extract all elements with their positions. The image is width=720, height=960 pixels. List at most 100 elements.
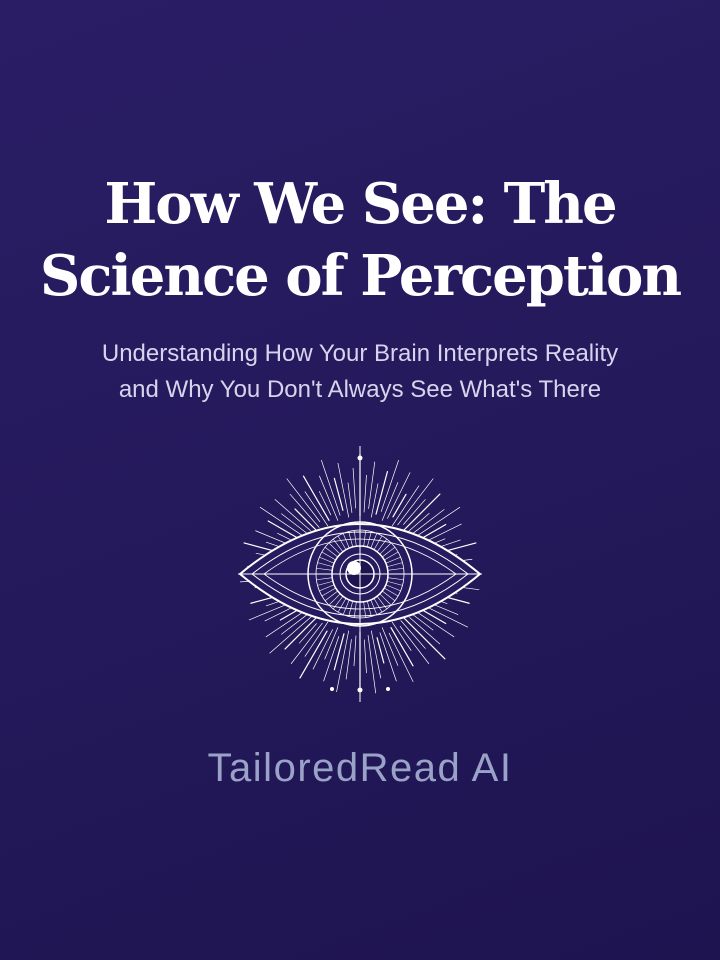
sunburst-ray	[269, 614, 314, 654]
sunburst-ray	[403, 499, 426, 525]
sunburst-ray	[390, 627, 414, 667]
subtitle-line-2: and Why You Don't Always See What's Ther…	[118, 376, 602, 403]
iris-line	[348, 600, 354, 617]
iris-line	[379, 593, 392, 606]
sunburst-ray	[347, 482, 353, 513]
sunburst-ray	[323, 636, 340, 682]
iris-line	[324, 590, 338, 602]
radiant-eye-icon	[238, 446, 482, 702]
sunburst-ray	[281, 613, 308, 635]
iris-line	[387, 567, 404, 571]
title-line-1: How We See: The	[104, 171, 617, 237]
iris-line	[384, 551, 399, 561]
iris-line	[319, 584, 335, 592]
iris-line	[373, 535, 383, 550]
sunburst-ray	[333, 633, 345, 671]
sunburst-ray	[336, 630, 350, 693]
iris-line	[319, 556, 335, 564]
sunburst-ray	[298, 623, 317, 644]
sunburst-ray	[321, 460, 341, 516]
iris-line	[332, 538, 344, 552]
title-line-2: Science of Perception	[39, 243, 682, 309]
sunburst-ray	[367, 635, 377, 694]
sunburst-ray	[281, 513, 312, 537]
iris-line	[317, 562, 334, 568]
cover-title: How We See: The Science of Perception	[0, 168, 720, 312]
sunburst-ray	[333, 477, 344, 511]
iris-line	[379, 542, 392, 555]
iris-line	[373, 598, 383, 613]
iris-line	[363, 601, 367, 618]
iris-line	[384, 587, 399, 597]
iris-line	[332, 596, 344, 610]
sunburst-ray	[368, 461, 376, 509]
sunburst-ray	[289, 493, 320, 528]
sunburst-ray	[388, 632, 414, 682]
iris-line	[348, 531, 354, 548]
sunburst-ray	[274, 499, 311, 531]
sunburst-ray	[312, 629, 333, 670]
sunburst-ray	[324, 627, 339, 660]
sunburst-ray	[387, 472, 411, 519]
sunburst-ray	[286, 478, 321, 522]
iris-line	[376, 596, 388, 610]
iris-line	[363, 530, 367, 547]
sunburst-ray	[379, 632, 397, 682]
sunburst-ray	[397, 478, 434, 526]
sunburst-ray	[400, 493, 441, 534]
iris-line	[337, 535, 347, 550]
sunburst-ray	[381, 482, 399, 521]
sunburst-ray	[370, 630, 382, 679]
publisher-brand: TailoredRead AI	[207, 746, 513, 790]
sunburst-ray	[294, 508, 320, 534]
iris-line	[366, 531, 372, 548]
sunburst-ray	[290, 622, 323, 665]
sunburst-ray	[412, 509, 445, 535]
sunburst-ray	[304, 621, 329, 657]
iris-line	[370, 533, 378, 549]
iris-line	[328, 542, 341, 555]
sunburst-ray	[406, 512, 430, 534]
iris-line	[337, 598, 347, 613]
sunburst-ray	[375, 471, 389, 515]
sunburst-ray	[381, 627, 399, 666]
iris-line	[366, 600, 372, 617]
sunburst-ray	[318, 491, 332, 516]
iris-line	[376, 538, 388, 552]
iris-line	[382, 546, 396, 558]
sunburst-ray	[391, 621, 412, 651]
sunburst-ray	[399, 626, 430, 665]
iris-line	[370, 599, 378, 615]
iris-line	[316, 577, 333, 581]
subtitle-line-1: Understanding How Your Brain Interprets …	[101, 340, 619, 367]
sunburst-ray	[352, 467, 357, 509]
sunburst-ray	[319, 475, 339, 521]
sunburst-ray	[363, 639, 367, 674]
iris-line	[321, 587, 336, 597]
iris-line	[382, 590, 396, 602]
sunburst-ray	[345, 639, 352, 680]
sunburst-ray	[370, 483, 379, 518]
sunburst-ray	[376, 637, 385, 664]
iris-line	[324, 546, 338, 558]
sunburst-ray	[299, 630, 328, 679]
iris-line	[317, 580, 334, 586]
iris-line	[342, 599, 350, 615]
sunburst-ray	[409, 617, 441, 645]
sunburst-ray	[284, 614, 320, 650]
iris-line	[353, 530, 357, 547]
sunburst-ray	[380, 460, 399, 512]
iris-line	[385, 556, 401, 564]
sunburst-ray	[400, 620, 426, 649]
iris-line	[342, 533, 350, 549]
iris-line	[328, 593, 341, 606]
sunburst-ray	[353, 635, 357, 667]
iris-line	[386, 562, 403, 568]
sunburst-ray	[304, 491, 329, 527]
sunburst-ray	[363, 474, 367, 513]
iris-line	[353, 601, 357, 618]
iris-line	[387, 577, 404, 581]
iris-line	[316, 567, 333, 571]
cover-subtitle: Understanding How Your Brain Interprets …	[0, 336, 720, 408]
